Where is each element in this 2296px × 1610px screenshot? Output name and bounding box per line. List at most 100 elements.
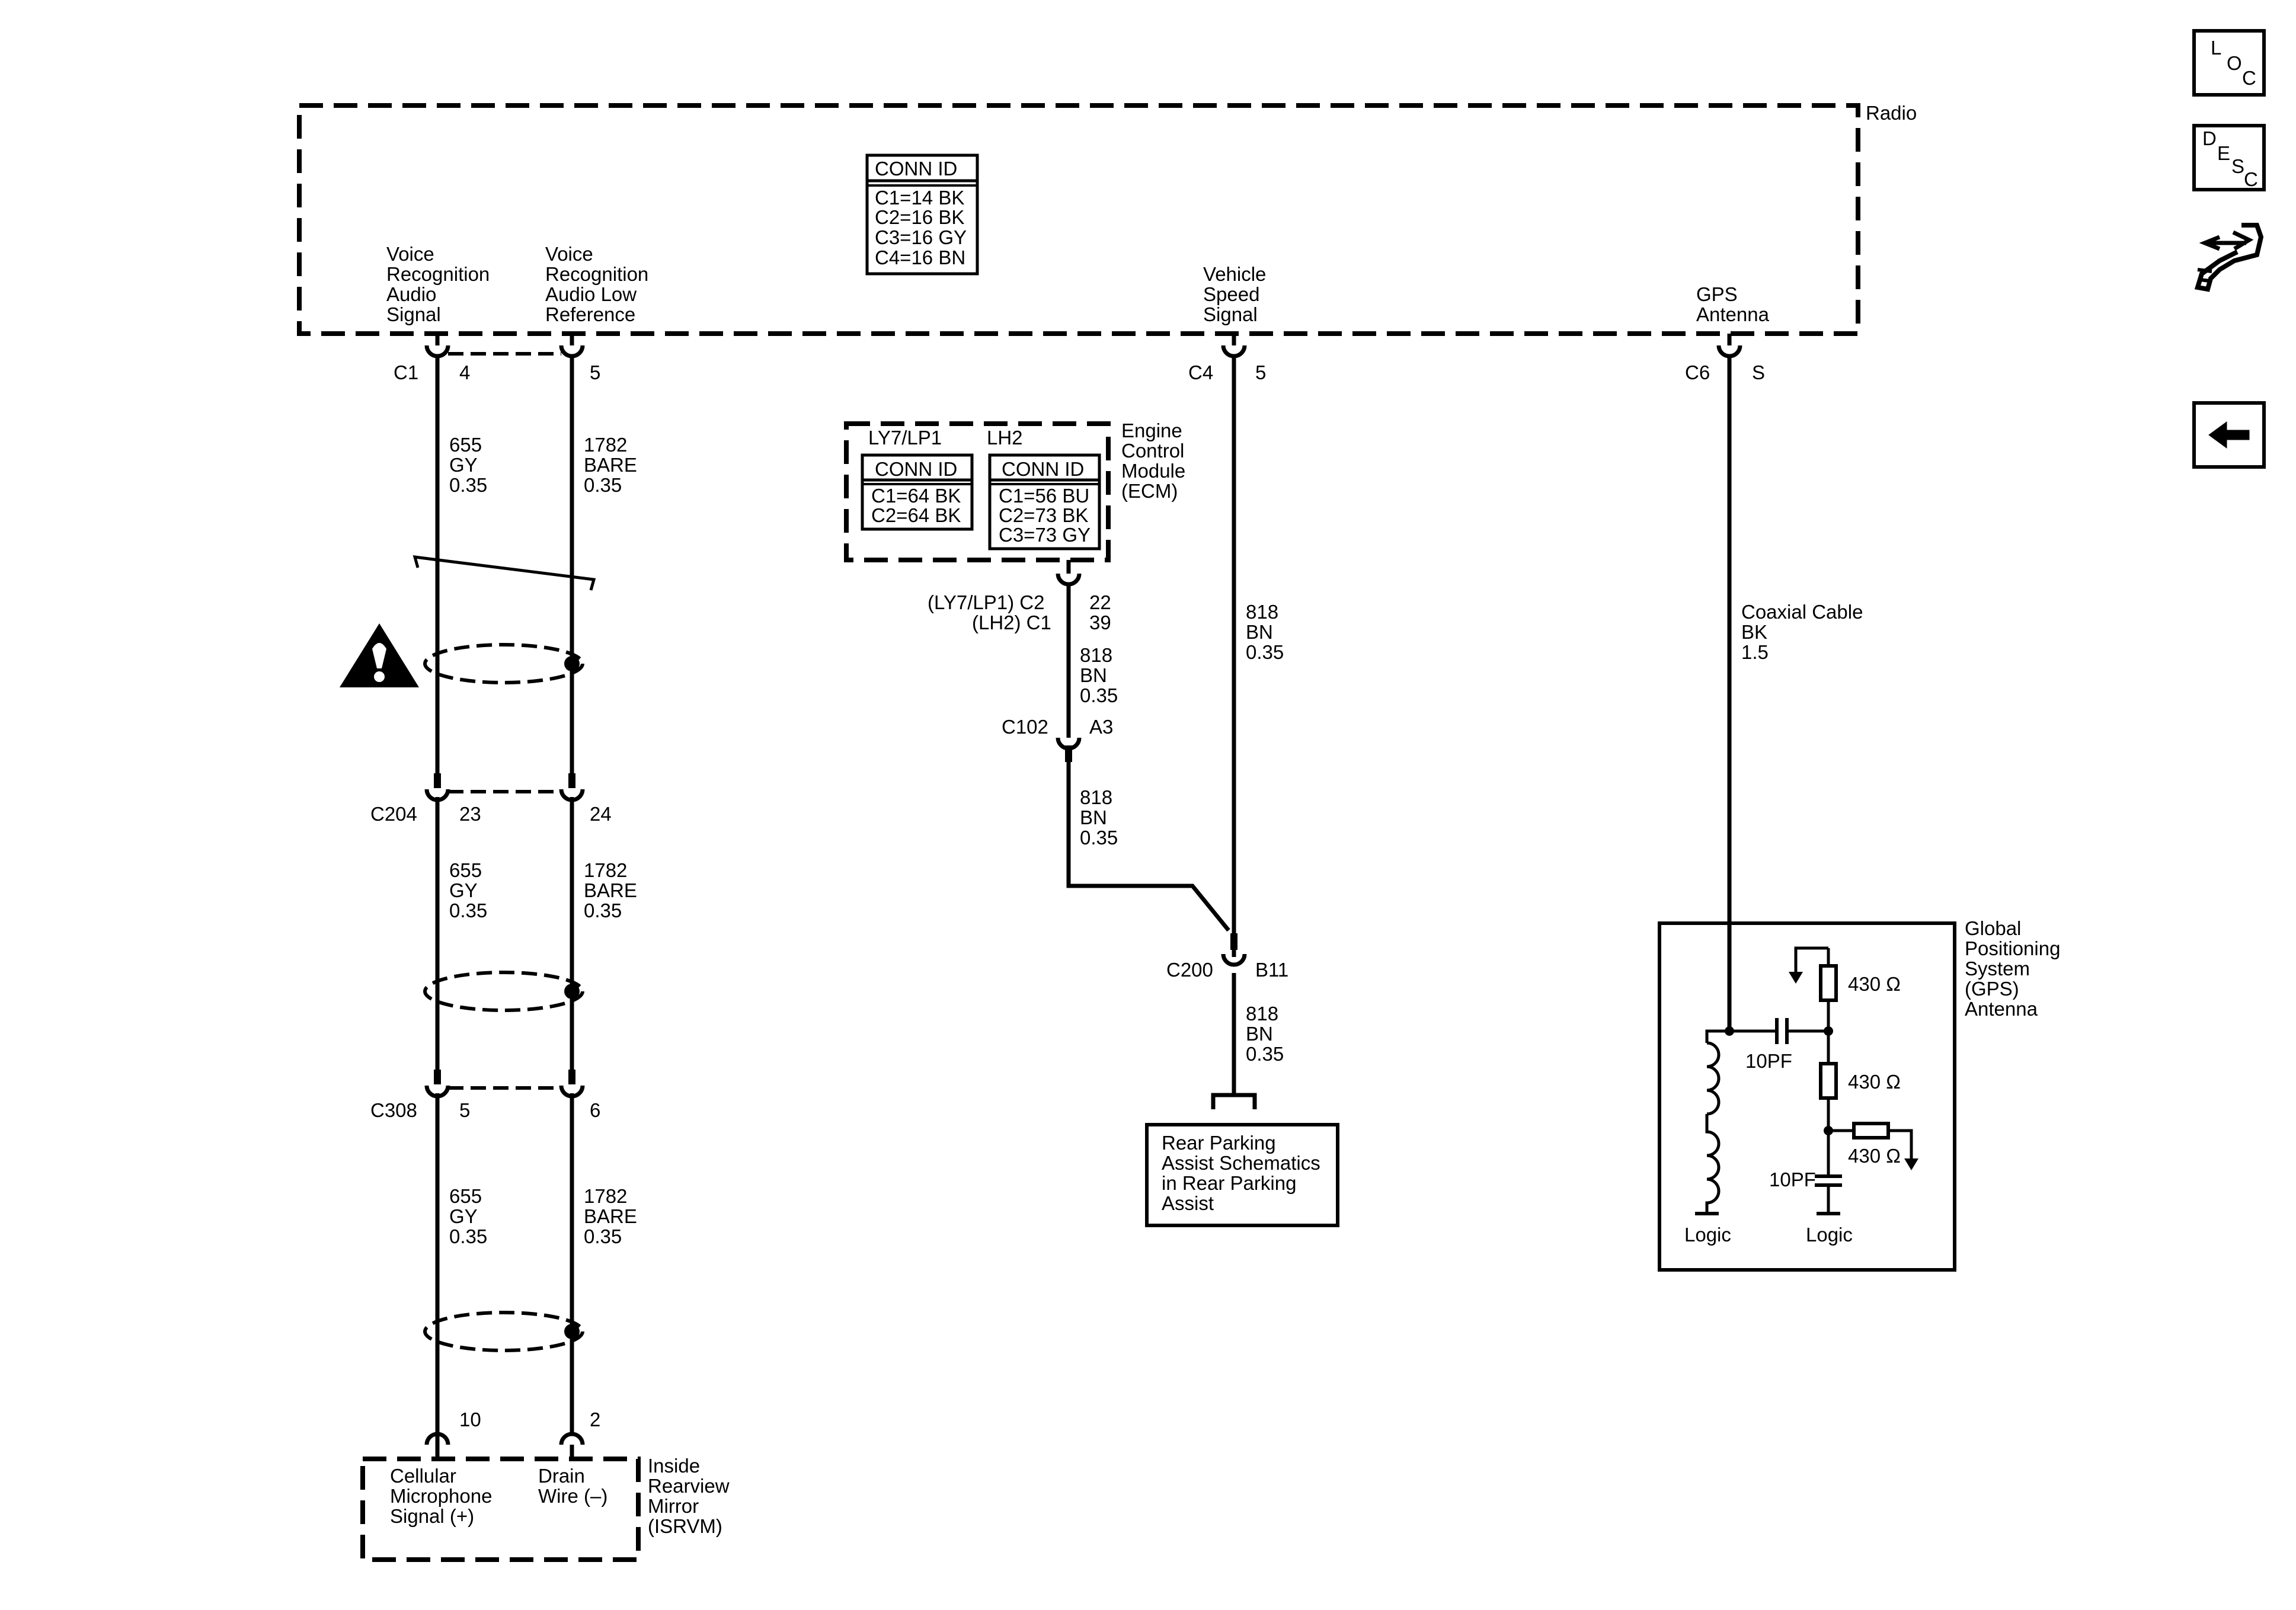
ecm-variant-lh2: LH2 [987, 427, 1023, 449]
vr-audio-low-ref-label: Voice Recognition Audio Low Reference [545, 243, 648, 325]
svg-text:Voice: Voice [545, 243, 593, 265]
svg-text:Module: Module [1121, 460, 1185, 482]
svg-text:C1=56 BU: C1=56 BU [999, 485, 1089, 507]
c1-label: C1 [394, 361, 418, 383]
svg-text:0.35: 0.35 [449, 474, 487, 496]
svg-text:Signal: Signal [1203, 303, 1258, 325]
svg-text:GY: GY [449, 879, 478, 901]
wire-label-1782-seg3: 1782 BARE 0.35 [584, 1185, 637, 1247]
svg-text:C1=64 BK: C1=64 BK [871, 485, 961, 507]
resistor-430-label-3: 430 Ω [1848, 1145, 1901, 1167]
wire-label-coax: Coaxial Cable BK 1.5 [1741, 601, 1863, 663]
svg-text:0.35: 0.35 [449, 1225, 487, 1247]
ecm-pin-22: 22 [1089, 591, 1111, 613]
resistor-430-label-1: 430 Ω [1848, 973, 1901, 995]
svg-text:Signal (+): Signal (+) [390, 1505, 474, 1527]
c204-label: C204 [370, 803, 417, 825]
svg-text:Antenna: Antenna [1965, 998, 2038, 1020]
ecm-pin-label-b: (LH2) C1 [972, 612, 1051, 633]
wire-label-818-vss-1: 818 BN 0.35 [1246, 601, 1284, 663]
shield-2 [423, 971, 584, 1012]
conn-id-row: C2=16 BK [875, 206, 964, 228]
svg-text:GY: GY [449, 454, 478, 476]
svg-text:BARE: BARE [584, 454, 637, 476]
resistor-430-label-2: 430 Ω [1848, 1071, 1901, 1093]
svg-text:Recognition: Recognition [386, 263, 490, 285]
loc-button[interactable]: L O C [2192, 29, 2266, 97]
svg-text:CONN ID: CONN ID [1002, 458, 1084, 480]
conn-id-row: C1=14 BK [875, 187, 964, 209]
svg-text:Audio Low: Audio Low [545, 283, 637, 305]
wire-label-655-seg2: 655 GY 0.35 [449, 859, 487, 921]
conn-id-header: CONN ID [875, 158, 957, 180]
svg-text:0.35: 0.35 [1246, 641, 1284, 663]
svg-text:655: 655 [449, 434, 482, 456]
connector-tool-icon[interactable] [2194, 223, 2264, 292]
svg-text:BK: BK [1741, 621, 1767, 643]
radio-title: Radio [1866, 102, 1917, 124]
svg-text:Mirror: Mirror [648, 1495, 699, 1517]
svg-text:Audio: Audio [386, 283, 436, 305]
c200-pin-b11: B11 [1255, 959, 1288, 981]
svg-text:Assist: Assist [1162, 1192, 1214, 1214]
isrvm-connector: 10 2 [424, 1409, 600, 1459]
twisted-pair-mark [412, 555, 596, 591]
c4-label: C4 [1188, 361, 1213, 383]
ecm-pin-label-a: (LY7/LP1) C2 [928, 591, 1044, 613]
radio-module: Radio CONN ID C1=14 BK C2=16 BK C3=16 GY… [297, 102, 1917, 336]
back-button[interactable] [2192, 401, 2266, 469]
svg-text:0.35: 0.35 [1080, 827, 1118, 849]
svg-text:Drain: Drain [538, 1465, 585, 1487]
c6-connector: C6 S [1685, 334, 1765, 383]
shield-1 [423, 643, 584, 684]
svg-text:1782: 1782 [584, 1185, 627, 1207]
svg-text:Assist Schematics: Assist Schematics [1162, 1152, 1320, 1174]
ecm-conn-id-table-a: CONN ID C1=64 BK C2=64 BK [861, 453, 974, 531]
svg-text:655: 655 [449, 859, 482, 881]
svg-text:818: 818 [1246, 1003, 1278, 1025]
svg-text:BARE: BARE [584, 879, 637, 901]
svg-text:Positioning: Positioning [1965, 937, 2060, 959]
loc-letter-o: O [2227, 52, 2242, 74]
svg-text:Coaxial Cable: Coaxial Cable [1741, 601, 1863, 623]
c102-connector: C102 A3 [1002, 716, 1113, 762]
svg-text:0.35: 0.35 [1246, 1043, 1284, 1065]
c308-label: C308 [370, 1099, 417, 1121]
rear-parking-assist-box: Rear Parking Assist Schematics in Rear P… [1145, 1093, 1339, 1227]
svg-text:Cellular: Cellular [390, 1465, 456, 1487]
vehicle-speed-signal-label: Vehicle Speed Signal [1203, 263, 1266, 325]
c200-label: C200 [1166, 959, 1213, 981]
c308-connector: C308 5 6 [370, 1070, 600, 1121]
cap-10pf-label-2: 10PF [1769, 1169, 1816, 1190]
isrvm-module: Cellular Microphone Signal (+) Drain Wir… [360, 1455, 730, 1562]
svg-text:in Rear Parking: in Rear Parking [1162, 1172, 1296, 1194]
c200-connector: C200 B11 [1166, 933, 1288, 981]
svg-text:1782: 1782 [584, 859, 627, 881]
logic-label-1: Logic [1684, 1224, 1731, 1246]
left-arrow-icon [2208, 421, 2250, 449]
desc-button[interactable]: D E S C [2192, 124, 2266, 191]
svg-text:Microphone: Microphone [390, 1485, 492, 1507]
conn-id-row: C4=16 BN [875, 247, 965, 268]
svg-text:(ECM): (ECM) [1121, 480, 1178, 502]
c204-pin-23: 23 [459, 803, 481, 825]
ecm-module: LY7/LP1 LH2 CONN ID C1=64 BK C2=64 BK CO… [844, 420, 1185, 562]
svg-text:1.5: 1.5 [1741, 641, 1769, 663]
gps-antenna-label: GPS Antenna [1696, 283, 1770, 325]
radio-conn-id-table: CONN ID C1=14 BK C2=16 BK C3=16 GY C4=16… [865, 153, 979, 276]
isrvm-pin-10: 10 [459, 1409, 481, 1430]
c102-pin-a3: A3 [1089, 716, 1113, 738]
c102-label: C102 [1002, 716, 1048, 738]
logic-label-2: Logic [1806, 1224, 1853, 1246]
svg-text:C2=73 BK: C2=73 BK [999, 504, 1088, 526]
wire-label-655-seg3: 655 GY 0.35 [449, 1185, 487, 1247]
loc-letter-c: C [2242, 67, 2256, 89]
svg-text:818: 818 [1246, 601, 1278, 623]
svg-text:655: 655 [449, 1185, 482, 1207]
svg-text:GPS: GPS [1696, 283, 1738, 305]
svg-text:BN: BN [1246, 1023, 1273, 1045]
c4-connector: C4 5 [1188, 334, 1266, 383]
svg-text:Engine: Engine [1121, 420, 1182, 441]
svg-text:Wire (–): Wire (–) [538, 1485, 607, 1507]
wire-label-818-vss-2: 818 BN 0.35 [1246, 1003, 1284, 1065]
